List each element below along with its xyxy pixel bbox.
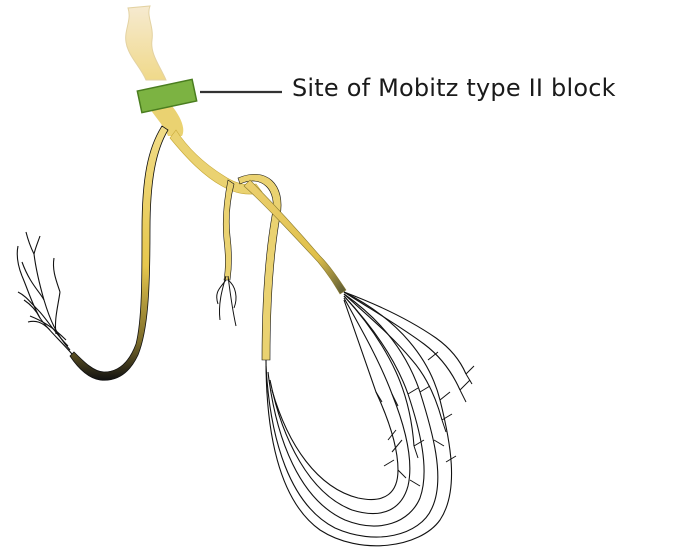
purkinje-terminals bbox=[376, 352, 474, 486]
right-purkinje-network bbox=[266, 292, 466, 546]
left-purkinje-fibers bbox=[17, 232, 72, 354]
septal-branch bbox=[223, 180, 234, 280]
left-bundle-branch bbox=[70, 126, 168, 380]
septal-purkinje-fibers bbox=[217, 276, 236, 326]
right-diagonal-branch bbox=[244, 180, 346, 294]
block-site-marker bbox=[137, 79, 196, 112]
his-bundle bbox=[126, 6, 166, 80]
block-site-label: Site of Mobitz type II block bbox=[292, 74, 616, 102]
right-loop-branch bbox=[238, 174, 281, 360]
